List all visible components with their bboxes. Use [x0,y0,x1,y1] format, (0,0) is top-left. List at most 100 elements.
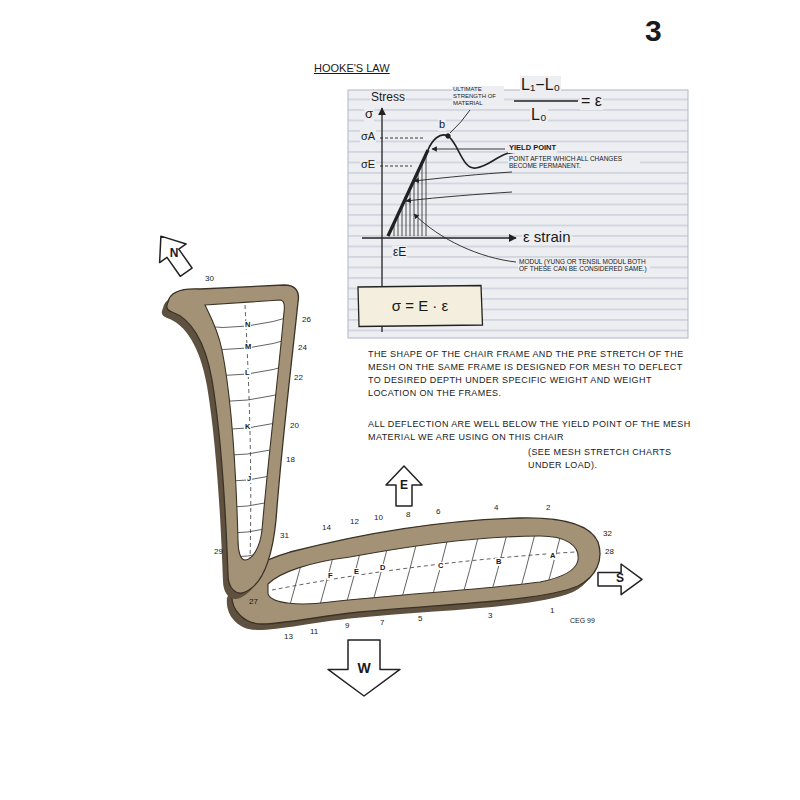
mesh-letter: F [327,572,334,580]
seat-mesh-lines [272,530,575,612]
compass-arrow-shape [160,236,192,276]
sketch-mark [540,530,562,612]
compass-arrow: N [155,232,192,276]
sketch-mark [288,530,310,612]
axis-label: Stress [370,91,406,105]
axis-symbol: σE [360,158,376,171]
ultimate-point [446,134,450,138]
compass-arrow: W [328,640,400,696]
note-paragraph: (SEE MESH STRETCH CHARTS UNDER LOAD). [528,446,688,472]
leader-arrow [406,192,512,201]
lined-paper [348,90,688,338]
formula-box: σ = E · ε [356,284,484,328]
leader-arrow [414,172,512,181]
note-heading: HOOKE'S LAW [313,62,391,75]
callout-number: 10 [374,514,383,523]
mesh-letter: J [246,475,252,483]
stress-strain-curve [388,135,522,236]
mesh-letter: L [244,369,251,377]
formula-text: = ε [580,92,603,110]
callout-number: 31 [280,532,289,541]
compass-arrow: E [386,466,422,506]
sketch-mark [422,161,423,236]
callout-number: 29 [214,548,223,557]
graph-note: YIELD POINT [508,144,557,153]
formula-box-border [358,286,483,327]
formula-text: L₀ [530,106,548,124]
sketch-mark [414,179,415,236]
strain-axis [362,237,516,238]
compass-arrow-shape [386,466,422,506]
callout-number: 1 [550,607,554,616]
mesh-letter: D [379,564,386,572]
sketch-mark [348,90,688,338]
callout-number: 11 [310,628,318,637]
sketch-mark [418,170,419,236]
leader-arrow [414,214,516,262]
mesh-letter: N [244,321,251,329]
mesh-letter: C [437,562,444,570]
callout-number: 9 [345,622,349,631]
mesh-letter: M [244,343,252,351]
callout-number: 4 [494,504,498,513]
fraction-bar [514,100,578,101]
yield-dash [380,138,424,139]
callout-number: 30 [205,275,214,284]
seat-frame [232,518,600,624]
chair-back [162,285,300,599]
sketch-mark [406,196,407,236]
callout-number: 2 [546,504,550,513]
callout-number: 8 [406,511,410,520]
page-number: 3 [645,14,662,47]
chair-seat [227,518,600,630]
callout-number: 26 [302,316,311,325]
callout-number: 24 [298,344,307,353]
callout-number: 28 [605,548,614,557]
compass-letter: E [400,479,408,493]
sketch-mark [318,530,340,612]
formula-text: L₁−L₀ [520,76,561,94]
compass-arrow-shape [598,564,642,595]
callout-number: 5 [418,615,422,624]
axis-label: ε strain [522,228,572,245]
graph-note: ULTIMATE STRENGTH OF MATERIAL [452,86,504,107]
callout-number: 6 [436,508,440,517]
compass-letter: S [616,572,624,586]
callout-number: 18 [286,456,295,465]
callout-number: 27 [249,598,258,607]
callout-number: 7 [380,619,384,628]
callout-number: 32 [603,530,612,539]
note-card: HOOKE'S LAW Stress σ σA σE ULTIMATE STRENGTH … [305,58,693,343]
axis-symbol: σ [364,107,374,122]
mesh-letter: B [495,558,502,566]
sketch-mark [514,530,536,612]
axis-symbol: σA [360,130,376,143]
sketch-mark [200,494,300,508]
back-mesh-opening [205,300,284,560]
back-frame [167,285,299,593]
graph-note: POINT AFTER WHICH ALL CHANGES BECOME PER… [508,155,640,170]
sketch-mark [428,530,450,612]
leader-line [450,110,470,133]
compass-arrow: S [598,564,642,595]
sketch-mark [348,90,688,338]
callout-number: 13 [284,633,293,642]
callout-number: 20 [290,422,299,431]
graph-note: MODUL (YUNG OR TENSIL MODUL BOTH OF THES… [518,258,650,273]
paper-border [348,90,688,338]
compass-arrow-shape [328,640,400,696]
callout-number: 12 [350,518,359,527]
compass-letter: N [170,247,179,261]
sketch-mark [370,530,392,612]
callout-number: 22 [294,374,303,383]
back-mesh-lines [200,305,300,560]
sketch-mark [398,530,420,612]
note-paragraph: ALL DEFLECTION ARE WELL BELOW THE YIELD … [368,418,698,444]
mesh-letter: E [353,568,360,576]
point-label: b [438,118,446,131]
sketch-mark [410,188,411,236]
compass-letter: W [357,660,370,676]
elastic-limit-dash [380,166,412,167]
